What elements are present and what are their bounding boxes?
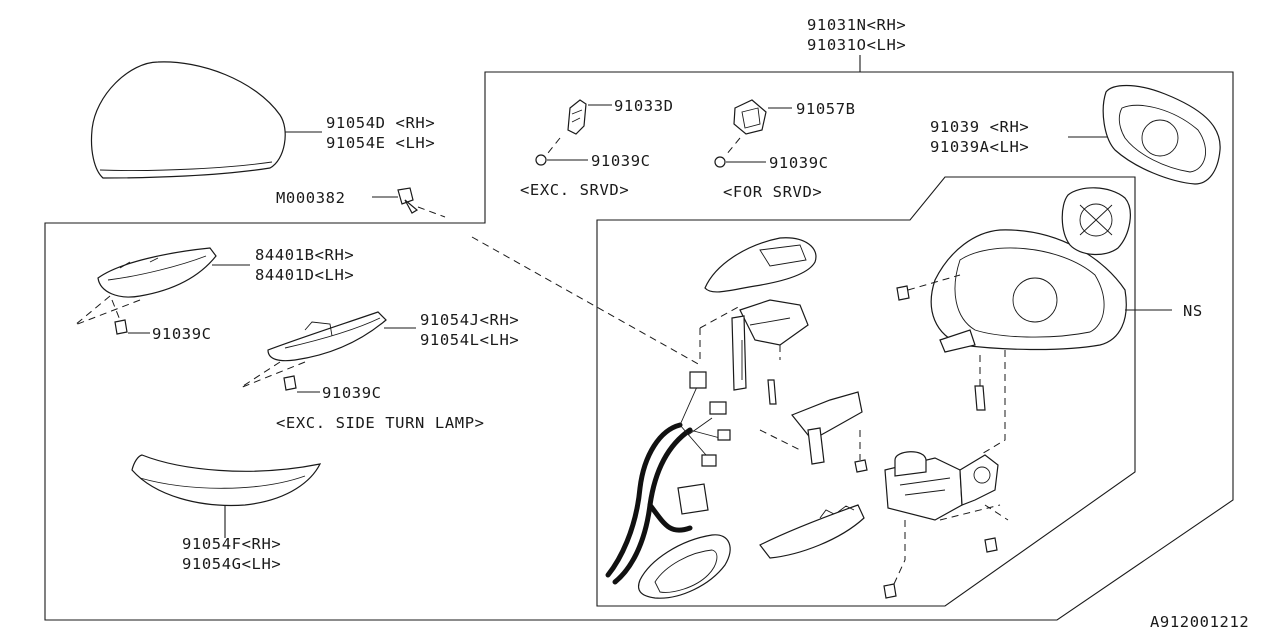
cover-leader-dash [471,236,701,366]
base-gasket-part [637,534,731,599]
screw-m000382 [372,187,446,218]
note-for-srvd: <FOR SRVD> [723,183,822,201]
screw-m-label: M000382 [276,189,346,207]
lamp-rh-label: 84401B<RH> [255,246,354,264]
clip-91033d [535,99,612,166]
garnish-part [239,311,416,393]
mirror-housing-part [896,229,1172,456]
clip-91057b-label: 91057B [796,100,856,118]
mirror-cap-part [704,237,817,293]
screw-c1-label: 91039C [591,152,651,170]
trim-lh-label: 91054G<LH> [182,555,281,573]
assembly-frame [44,55,1234,621]
trim-rh-label: 91054F<RH> [182,535,281,553]
wire-harness-part [605,371,731,585]
note-exc-side-turn-lamp: <EXC. SIDE TURN LAMP> [276,414,485,432]
clip-91057b [714,99,792,168]
turn-lamp-part [74,247,250,335]
mirror-glass-part [1068,84,1221,185]
arm-bracket-part [759,391,863,465]
mirror-base-bracket-part [699,299,809,405]
actuator-part [854,451,1009,599]
assembly-rh-label: 91031N<RH> [807,16,906,34]
clip-91033d-label: 91033D [614,97,674,115]
cover-lh-label: 91054E <LH> [326,134,435,152]
diagram-number: A912001212 [1150,613,1249,631]
garnish-lh-label: 91054L<LH> [420,331,519,349]
mirror-cover-part [90,61,322,179]
lower-cover-strip-part [759,504,865,559]
cover-rh-label: 91054D <RH> [326,114,435,132]
lower-trim-part [131,454,322,538]
glass-rh-label: 91039 <RH> [930,118,1029,136]
motor-unit-part [1061,187,1131,255]
glass-lh-label: 91039A<LH> [930,138,1029,156]
screw-c4-label: 91039C [322,384,382,402]
lamp-lh-label: 84401D<LH> [255,266,354,284]
garnish-rh-label: 91054J<RH> [420,311,519,329]
not-serviced-label: NS [1183,302,1203,320]
screw-c2-label: 91039C [769,154,829,172]
assembly-lh-label: 91031O<LH> [807,36,906,54]
note-exc-srvd: <EXC. SRVD> [520,181,629,199]
screw-c3-label: 91039C [152,325,212,343]
